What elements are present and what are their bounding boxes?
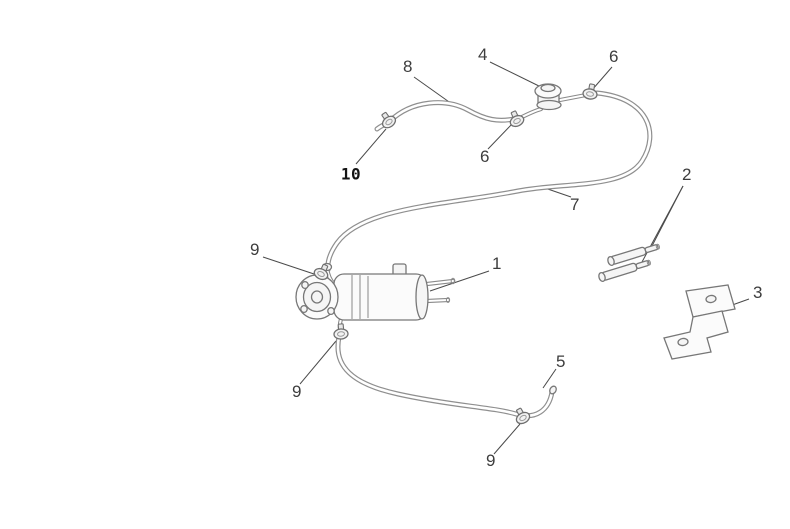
leader-8 <box>413 76 453 105</box>
leader-1 <box>429 270 490 292</box>
flange-bolt-3 <box>327 306 335 316</box>
bracket-lower-plate <box>663 310 729 360</box>
callout-2: 2 <box>682 165 692 184</box>
pin-lower <box>598 259 651 283</box>
leader-6-lower <box>487 123 513 150</box>
pump-assembly <box>295 262 456 337</box>
pump-right-cap <box>415 274 429 320</box>
leader-5 <box>542 368 557 389</box>
leader-9-lower-right <box>493 423 521 455</box>
flange-bolt-1 <box>301 280 309 290</box>
callout-1: 1 <box>492 254 502 273</box>
callout-3: 3 <box>753 283 763 302</box>
mounting-bracket <box>663 284 736 360</box>
callout-7: 7 <box>570 195 580 214</box>
callout-6-lower: 6 <box>480 147 490 166</box>
callout-10: 10 <box>340 164 362 184</box>
pump-flange-hub <box>310 290 324 304</box>
hose-5-end-cap <box>549 385 557 395</box>
callout-8: 8 <box>403 57 413 76</box>
callout-9-left: 9 <box>250 240 260 259</box>
callout-4: 4 <box>478 45 488 64</box>
callout-9-lower-right: 9 <box>486 451 496 470</box>
bracket-hole-lower <box>677 337 689 347</box>
callout-9-bottom: 9 <box>292 382 302 401</box>
leader-6-upper <box>591 66 613 91</box>
hose-8 <box>377 103 514 129</box>
clamp-9-bottom <box>332 322 350 341</box>
check-valve <box>520 83 586 118</box>
leader-10 <box>355 128 387 165</box>
pipe2-end <box>445 297 451 303</box>
valve-cap-top <box>540 83 556 93</box>
callout-6-upper: 6 <box>609 47 619 66</box>
bracket-hole-upper <box>705 294 717 304</box>
valve-flange <box>536 99 562 111</box>
leader-lines <box>262 61 750 455</box>
callout-5: 5 <box>556 352 566 371</box>
pin-fasteners <box>598 243 660 283</box>
leader-9-bottom <box>299 340 337 385</box>
leader-9-left <box>262 256 315 275</box>
hose-5 <box>338 337 557 416</box>
pin-upper <box>607 243 660 267</box>
flange-bolt-2 <box>300 304 308 314</box>
pump-body <box>333 273 427 321</box>
pipe1-end <box>450 277 456 285</box>
leader-4 <box>489 61 544 89</box>
